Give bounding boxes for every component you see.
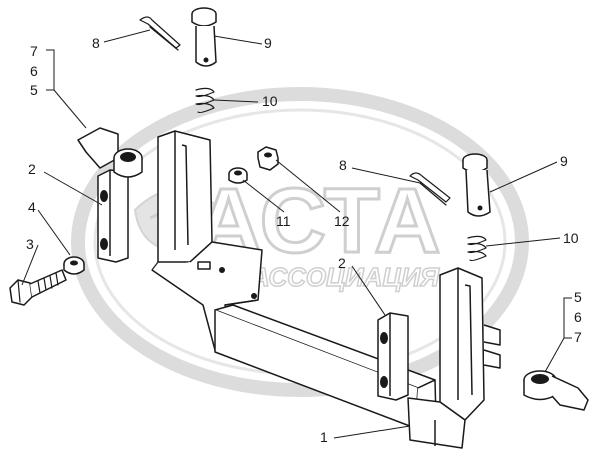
part-2-plate-left — [97, 169, 129, 263]
callout-labels: 1 2 2 3 4 7 6 5 5 6 7 8 9 10 8 9 10 11 1… — [26, 35, 582, 445]
callout-11: 11 — [276, 213, 291, 229]
callout-4: 4 — [28, 199, 36, 215]
callout-5-right: 5 — [574, 289, 582, 305]
callout-8-top: 8 — [92, 35, 100, 51]
callout-9-right: 9 — [560, 153, 568, 169]
leader-lines — [21, 29, 572, 439]
part-9-pin-right — [462, 153, 491, 217]
callout-10-right: 10 — [563, 230, 579, 246]
part-5-latch-left — [77, 127, 143, 178]
part-2-plate-right — [377, 312, 409, 401]
callout-1: 1 — [320, 429, 328, 445]
callout-7-left: 7 — [30, 43, 38, 59]
callout-2-left: 2 — [28, 161, 36, 177]
part-11-lock-washer — [228, 167, 248, 184]
part-10-spring-right — [467, 235, 487, 262]
watermark-subtitle: АССОЦИАЦИЯ — [250, 262, 440, 292]
callout-6-left: 6 — [30, 63, 38, 79]
callout-9-top: 9 — [264, 35, 272, 51]
part-9-pin-top — [191, 7, 217, 67]
callout-3: 3 — [26, 236, 34, 252]
part-8-cotter-pin-right — [409, 172, 451, 206]
part-5-latch-right — [523, 370, 589, 411]
callout-6-right: 6 — [574, 309, 582, 325]
callout-10-top: 10 — [262, 93, 278, 109]
part-4-washer — [63, 256, 85, 275]
callout-7-right: 7 — [574, 329, 582, 345]
callout-2-right: 2 — [338, 255, 346, 271]
part-8-cotter-pin-top — [139, 16, 181, 51]
callout-8-right: 8 — [339, 157, 347, 173]
part-3-bolt — [9, 269, 67, 306]
callout-12: 12 — [334, 213, 350, 229]
callout-5-left: 5 — [30, 82, 38, 98]
part-12-nut — [257, 146, 279, 171]
